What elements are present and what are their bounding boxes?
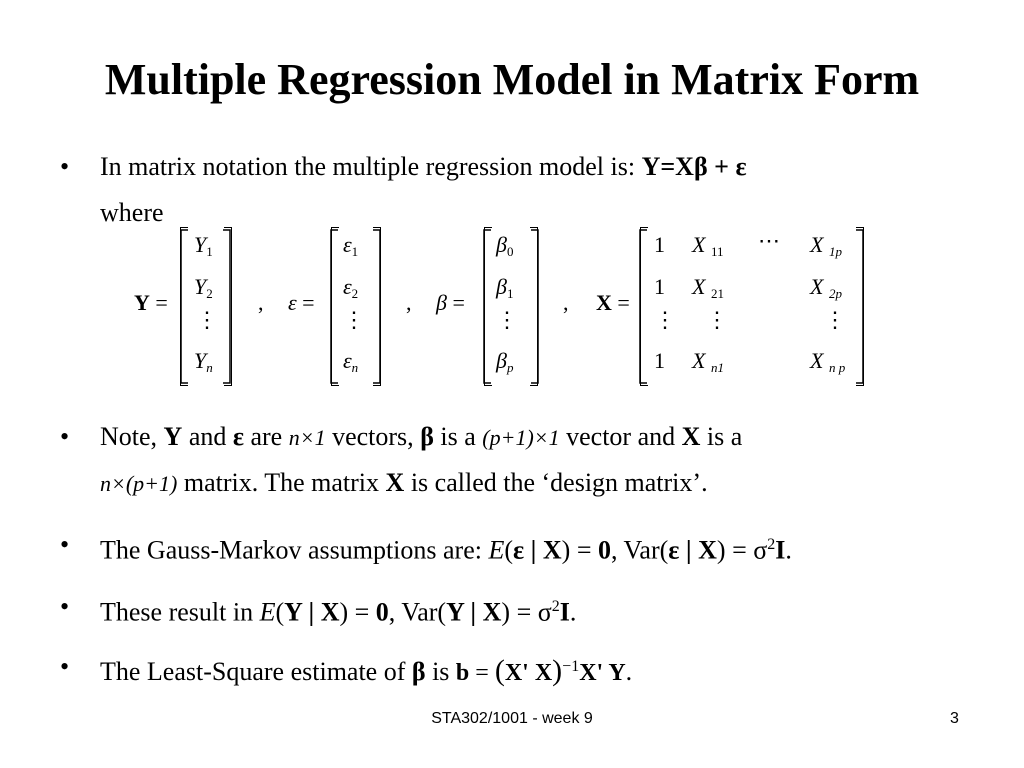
epsilon-right-bracket	[373, 229, 381, 384]
bullet-dot: •	[60, 422, 70, 451]
y-cell-n: Yn	[194, 348, 213, 375]
beta-left-bracket	[483, 229, 491, 384]
x-r2-c2: X 21	[692, 274, 724, 301]
x-r4-c2: X n1	[692, 348, 724, 375]
x-r2-c1: 1	[654, 274, 665, 299]
model-equation: Y=Xβ + ε	[641, 152, 747, 181]
beta-cell-1: β1	[496, 274, 514, 301]
epsilon-cell-2: ε2	[343, 274, 359, 301]
x-left-bracket	[639, 229, 647, 384]
least-squares-formula: b = (X' X)−1X' Y	[455, 654, 626, 687]
x-r1-c1: 1	[654, 232, 665, 257]
dim-n-by-1: n×1	[288, 425, 326, 450]
comma-3: ,	[563, 290, 569, 315]
y-cell-1: Y1	[194, 232, 213, 259]
dim-n-by-p1: n×(p+1)	[100, 471, 178, 496]
page-number: 3	[950, 710, 959, 727]
bullet-dot: •	[60, 530, 70, 559]
x-right-bracket	[856, 229, 864, 384]
bullet-note-text: Note, Y and ε are n×1 vectors, β is a (p…	[100, 422, 743, 451]
bullet-results-text: These result in E(Y | X) = 0, Var(Y | X)…	[100, 597, 577, 627]
x-r3-vdots-3: ⋮	[824, 307, 846, 332]
bullet-dot: •	[60, 652, 70, 681]
bullet-dot: •	[60, 152, 70, 181]
x-matrix-label: X =	[596, 290, 630, 315]
y-cell-vdots: ⋮	[196, 307, 218, 332]
bullet-gauss-markov-text: The Gauss-Markov assumptions are: E(ε | …	[100, 535, 792, 565]
beta-cell-p: βp	[496, 348, 514, 375]
x-r2-c4: X 2p	[810, 274, 842, 301]
epsilon-cell-vdots: ⋮	[343, 307, 365, 332]
epsilon-cell-n: εn	[343, 348, 359, 375]
beta-cell-vdots: ⋮	[496, 307, 518, 332]
y-right-bracket	[223, 229, 231, 384]
x-r3-vdots-2: ⋮	[706, 307, 728, 332]
x-r1-hdots: ⋯	[758, 228, 780, 253]
epsilon-cell-1: ε1	[343, 232, 359, 259]
slide-title: Multiple Regression Model in Matrix Form	[104, 55, 920, 104]
x-r4-c1: 1	[654, 348, 665, 373]
x-r1-c4: X 1p	[810, 232, 842, 259]
bullet-note-line-2: n×(p+1) matrix. The matrix X is called t…	[100, 468, 708, 497]
epsilon-left-bracket	[330, 229, 338, 384]
comma-1: ,	[258, 290, 264, 315]
beta-cell-0: β0	[496, 232, 514, 259]
epsilon-vector-label: ε =	[288, 290, 315, 315]
bullet-least-squares-text: The Least-Square estimate of β is b = (X…	[100, 654, 633, 687]
footer-course: STA302/1001 - week 9	[431, 710, 593, 727]
comma-2: ,	[406, 290, 412, 315]
bullet-dot: •	[60, 592, 70, 621]
where-text: where	[100, 198, 164, 227]
y-vector-label: Y =	[134, 290, 168, 315]
dim-p1-by-1: (p+1)×1	[482, 425, 560, 450]
bullet-model-text: In matrix notation the multiple regressi…	[100, 152, 747, 181]
y-left-bracket	[180, 229, 188, 384]
y-cell-2: Y2	[194, 274, 213, 301]
x-r4-c4: X n p	[810, 348, 846, 375]
x-r3-vdots-1: ⋮	[654, 307, 676, 332]
x-r1-c2: X 11	[692, 232, 724, 259]
beta-vector-label: β =	[436, 290, 465, 315]
beta-right-bracket	[531, 229, 539, 384]
